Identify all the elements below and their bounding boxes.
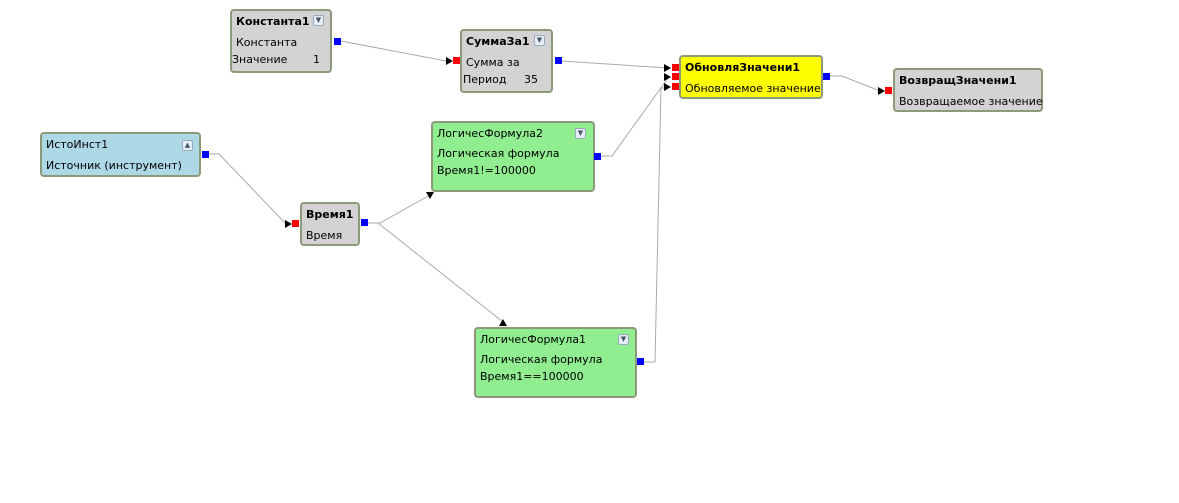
node-type-label: Обновляемое значение bbox=[685, 82, 821, 95]
input-arrow-icon bbox=[878, 87, 885, 95]
input-arrow-icon bbox=[426, 192, 434, 199]
wire-konstanta-to-summaza bbox=[340, 40, 447, 62]
output-port[interactable] bbox=[823, 73, 830, 80]
input-arrow-icon bbox=[499, 319, 507, 326]
node-title: Константа1 bbox=[236, 15, 310, 28]
wire-vremya-to-logform2 bbox=[368, 194, 431, 224]
wire-obnovlya-to-vozvrasch bbox=[830, 75, 881, 92]
collapse-toggle-icon[interactable]: ▼ bbox=[534, 35, 545, 46]
node-summaza1[interactable]: СуммаЗа1 ▼ Сумма за Период 35 bbox=[460, 29, 553, 93]
output-port[interactable] bbox=[334, 38, 341, 45]
node-title: Время1 bbox=[306, 208, 354, 221]
node-logform2[interactable]: ЛогичесФормула2 ▼ Логическая формула Вре… bbox=[431, 121, 595, 192]
param-value[interactable]: 35 bbox=[524, 73, 538, 86]
input-port[interactable] bbox=[292, 220, 299, 227]
node-istoinst1[interactable]: ИстоИнст1 ▲ Источник (инструмент) bbox=[40, 132, 201, 177]
node-type-label: Возвращаемое значение bbox=[899, 95, 1043, 108]
input-port[interactable] bbox=[885, 87, 892, 94]
collapse-toggle-icon[interactable]: ▼ bbox=[575, 128, 586, 139]
wire-summaza-to-obnovlya bbox=[560, 60, 669, 69]
wire-istoinst-to-vremya bbox=[209, 153, 287, 225]
expand-toggle-icon[interactable]: ▲ bbox=[182, 140, 193, 151]
input-port[interactable] bbox=[672, 73, 679, 80]
input-arrow-icon bbox=[664, 64, 671, 72]
node-type-label: Время bbox=[306, 229, 343, 242]
node-type-label: Сумма за bbox=[466, 56, 520, 69]
input-port[interactable] bbox=[672, 83, 679, 90]
param-label: Значение bbox=[232, 53, 288, 66]
node-logform1[interactable]: ЛогичесФормула1 ▼ Логическая формула Вре… bbox=[474, 327, 637, 398]
node-vozvrasch[interactable]: ВозвращЗначени1 Возвращаемое значение bbox=[893, 68, 1043, 112]
collapse-toggle-icon[interactable]: ▼ bbox=[313, 15, 324, 26]
output-port[interactable] bbox=[555, 57, 562, 64]
node-type-label: Константа bbox=[236, 36, 298, 49]
input-port[interactable] bbox=[453, 57, 460, 64]
node-title: ЛогичесФормула1 bbox=[480, 333, 587, 346]
input-arrow-icon bbox=[664, 83, 671, 91]
node-title: ВозвращЗначени1 bbox=[899, 74, 1017, 87]
node-title: ОбновляЗначени1 bbox=[685, 61, 801, 74]
param-label: Период bbox=[463, 73, 507, 86]
node-type-label: Логическая формула bbox=[437, 147, 560, 160]
input-arrow-icon bbox=[285, 220, 292, 228]
node-title: ИстоИнст1 bbox=[46, 138, 109, 151]
wire-logform2-to-obnovlya bbox=[601, 77, 669, 157]
output-port[interactable] bbox=[594, 153, 601, 160]
node-konstanta1[interactable]: Константа1 ▼ Константа Значение 1 bbox=[230, 9, 332, 73]
node-vremya1[interactable]: Время1 Время bbox=[300, 202, 360, 246]
node-title: ЛогичесФормула2 bbox=[437, 127, 544, 140]
output-port[interactable] bbox=[202, 151, 209, 158]
node-obnovlya[interactable]: ОбновляЗначени1 Обновляемое значение bbox=[679, 55, 823, 99]
input-port[interactable] bbox=[672, 64, 679, 71]
input-arrow-icon bbox=[664, 73, 671, 81]
output-port[interactable] bbox=[637, 358, 644, 365]
formula-value[interactable]: Время1!=100000 bbox=[437, 164, 536, 177]
param-value[interactable]: 1 bbox=[313, 53, 320, 66]
input-arrow-icon bbox=[446, 57, 453, 65]
wire-logform1-to-obnovlya bbox=[644, 87, 668, 363]
formula-value[interactable]: Время1==100000 bbox=[480, 370, 584, 383]
node-type-label: Логическая формула bbox=[480, 353, 603, 366]
node-title: СуммаЗа1 bbox=[466, 35, 530, 48]
output-port[interactable] bbox=[361, 219, 368, 226]
wire-vremya-to-logform1 bbox=[368, 222, 504, 323]
collapse-toggle-icon[interactable]: ▼ bbox=[618, 334, 629, 345]
node-type-label: Источник (инструмент) bbox=[46, 159, 182, 172]
